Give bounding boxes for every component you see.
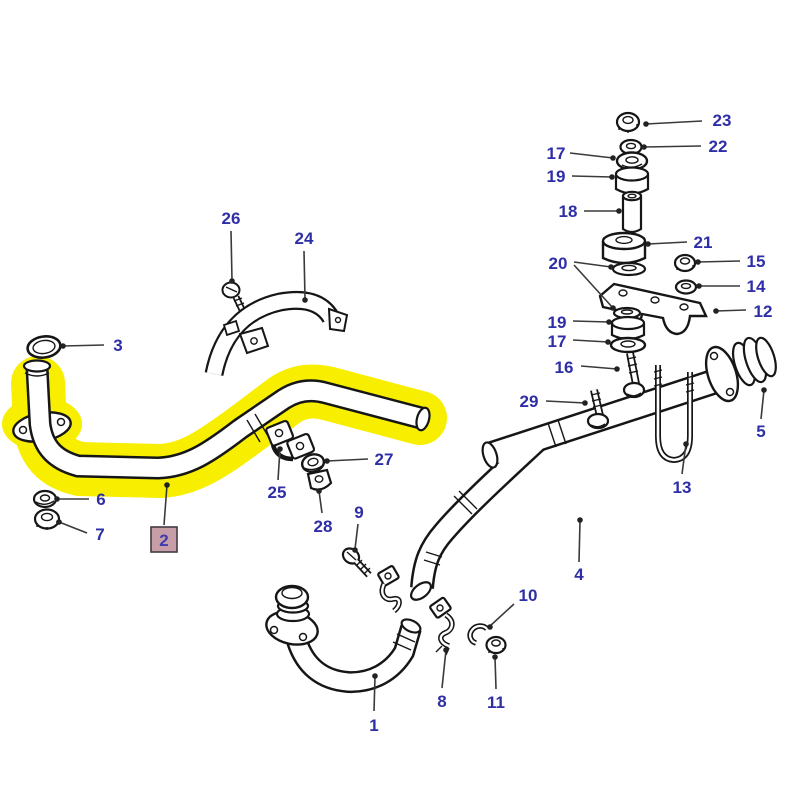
label-13: 13	[673, 441, 692, 497]
label-11: 11	[487, 654, 505, 712]
part-29-bolt-drawing	[586, 389, 610, 430]
part-number: 7	[95, 525, 104, 544]
label-17-lower: 17	[548, 332, 611, 351]
part-6-washer-drawing	[32, 489, 58, 509]
part-number: 5	[756, 422, 765, 441]
label-5: 5	[756, 387, 767, 441]
part-5-flex-coupling-drawing	[704, 336, 777, 403]
label-24: 24	[295, 229, 314, 303]
part-number: 26	[222, 209, 241, 228]
label-8: 8	[437, 647, 449, 711]
part-number: 29	[520, 392, 539, 411]
part-number: 8	[437, 692, 446, 711]
part-number: 25	[268, 483, 287, 502]
part-number: 17	[547, 144, 566, 163]
part-number: 16	[555, 358, 574, 377]
part-number: 24	[295, 229, 314, 248]
part-16-bolt-drawing	[622, 352, 646, 399]
part-number: 1	[369, 716, 378, 735]
part-number: 19	[547, 167, 566, 186]
part-4-y-pipe-drawing	[409, 368, 721, 601]
label-2-highlighted: 2	[150, 482, 178, 553]
part-number: 2	[159, 531, 168, 550]
part-18-spacer-drawing	[621, 190, 643, 234]
part-15-nut-drawing	[673, 253, 697, 273]
label-3: 3	[60, 336, 123, 355]
part-3-gasket-drawing	[26, 335, 62, 359]
label-26: 26	[222, 209, 241, 284]
label-1: 1	[369, 673, 379, 735]
part-25-clamp-drawing	[265, 419, 316, 462]
label-14: 14	[696, 277, 766, 296]
label-23: 23	[643, 111, 731, 130]
part-number: 12	[754, 302, 773, 321]
part-24-heat-shield-drawing	[204, 290, 349, 377]
part-19-upper-bushing-drawing	[614, 166, 650, 195]
part-number: 21	[694, 233, 713, 252]
part-number: 14	[747, 277, 766, 296]
part-number: 15	[747, 252, 766, 271]
part-13-u-bolt-drawing	[653, 365, 695, 464]
part-21-bushing-drawing	[601, 231, 647, 265]
part-number: 18	[559, 202, 578, 221]
label-17-upper: 17	[547, 144, 616, 163]
part-2-front-pipe-drawing	[12, 359, 431, 480]
label-12: 12	[713, 302, 772, 321]
part-number: 3	[113, 336, 122, 355]
part-number: 20	[549, 254, 568, 273]
part-number: 11	[487, 693, 505, 712]
part-23-nut-drawing	[615, 111, 641, 133]
part-number: 22	[709, 137, 728, 156]
part-number: 9	[354, 503, 363, 522]
label-19-upper: 19	[547, 167, 615, 186]
label-4: 4	[574, 517, 584, 584]
part-number: 4	[574, 565, 584, 584]
label-25: 25	[268, 446, 287, 502]
part-number: 6	[96, 490, 105, 509]
part-14-washer-drawing	[674, 279, 698, 295]
label-16: 16	[555, 358, 620, 377]
part-7-nut-drawing	[33, 508, 61, 530]
part-number: 17	[548, 332, 567, 351]
label-10: 10	[487, 586, 537, 630]
part-number: 13	[673, 478, 692, 497]
label-22: 22	[641, 137, 727, 156]
part-19-lower-bushing-drawing	[610, 315, 646, 341]
part-number: 28	[314, 517, 333, 536]
part-number: 19	[548, 313, 567, 332]
part-1-pipe-drawing	[265, 584, 422, 694]
label-7: 7	[56, 519, 105, 544]
part-10-clip-drawing	[467, 623, 490, 646]
label-28: 28	[314, 488, 333, 536]
label-6: 6	[54, 490, 106, 509]
label-19-lower: 19	[548, 313, 612, 332]
part-number: 23	[713, 111, 732, 130]
part-27-washer-drawing	[300, 453, 326, 473]
hanger-bracket-drawing	[377, 565, 402, 614]
label-18: 18	[559, 202, 622, 221]
part-11-nut-drawing	[485, 635, 507, 655]
label-2-box	[150, 526, 178, 553]
part-number: 10	[519, 586, 538, 605]
label-20: 20	[549, 254, 616, 311]
label-21: 21	[645, 233, 712, 252]
label-15: 15	[695, 252, 765, 271]
part-number: 27	[375, 450, 394, 469]
label-27: 27	[324, 450, 393, 469]
part-28-clip-drawing	[306, 468, 333, 491]
label-9: 9	[352, 503, 364, 553]
label-29: 29	[520, 392, 588, 411]
part-8-hanger-drawing	[429, 596, 455, 656]
part-17-lower-washer-drawing	[609, 336, 647, 354]
part-20-washer-upper-drawing	[611, 261, 647, 277]
